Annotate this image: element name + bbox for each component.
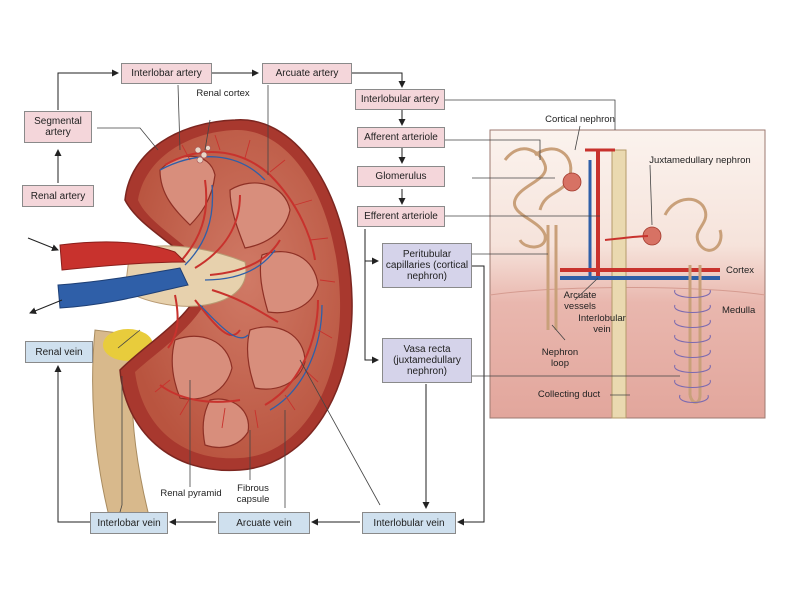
kidney-illustration	[27, 119, 353, 521]
box-interlobular-vein: Interlobular vein	[362, 512, 456, 534]
box-renal-vein: Renal vein	[25, 341, 93, 363]
box-segmental-artery: Segmental artery	[24, 111, 92, 143]
box-vasa-recta-label: Vasa recta (juxtamedullary nephron)	[393, 344, 461, 377]
box-glomerulus-label: Glomerulus	[375, 171, 427, 182]
box-interlobular-vein-label: Interlobular vein	[373, 517, 445, 529]
label-juxtamedullary-nephron: Juxtamedullary nephron	[649, 155, 751, 166]
flow-connectors	[54, 69, 485, 526]
label-cortical-nephron: Cortical nephron	[545, 114, 615, 125]
box-renal-artery-label: Renal artery	[30, 190, 86, 202]
box-glomerulus: Glomerulus	[357, 166, 445, 187]
box-arcuate-vein: Arcuate vein	[218, 512, 310, 534]
label-medulla: Medulla	[722, 305, 756, 316]
box-interlobar-vein: Interlobar vein	[90, 512, 168, 534]
box-renal-vein-label: Renal vein	[35, 346, 83, 358]
label-fibrous-capsule: Fibrous capsule	[236, 483, 270, 505]
label-nephron-loop: Nephron loop	[541, 347, 579, 369]
box-arcuate-artery-label: Arcuate artery	[275, 68, 339, 79]
box-afferent-arteriole: Afferent arteriole	[357, 127, 445, 148]
box-vasa-recta: Vasa recta (juxtamedullary nephron)	[382, 338, 472, 383]
box-arcuate-artery: Arcuate artery	[262, 63, 352, 84]
label-arcuate-vessels: Arcuate vessels	[563, 290, 597, 312]
box-segmental-artery-label: Segmental artery	[34, 116, 82, 138]
leader-lines	[97, 84, 680, 513]
label-interlobular-vein-inset: Interlobular vein	[578, 313, 626, 335]
nephron-inset	[489, 129, 766, 419]
label-renal-cortex: Renal cortex	[196, 88, 250, 99]
box-efferent-arteriole: Efferent arteriole	[357, 206, 445, 227]
box-arcuate-vein-label: Arcuate vein	[236, 517, 292, 529]
box-peritubular-capillaries-label: Peritubular capillaries (cortical nephro…	[385, 249, 469, 282]
label-renal-pyramid: Renal pyramid	[160, 488, 222, 499]
box-interlobar-vein-label: Interlobar vein	[97, 517, 161, 529]
box-renal-artery: Renal artery	[22, 185, 94, 207]
box-interlobar-artery-label: Interlobar artery	[131, 68, 202, 79]
box-afferent-arteriole-label: Afferent arteriole	[364, 132, 438, 143]
box-efferent-arteriole-label: Efferent arteriole	[364, 211, 438, 222]
box-interlobular-artery-label: Interlobular artery	[360, 94, 440, 105]
box-interlobar-artery: Interlobar artery	[121, 63, 212, 84]
label-cortex: Cortex	[726, 265, 754, 276]
label-collecting-duct: Collecting duct	[537, 389, 601, 400]
box-interlobular-artery: Interlobular artery	[355, 89, 445, 110]
box-peritubular-capillaries: Peritubular capillaries (cortical nephro…	[382, 243, 472, 288]
